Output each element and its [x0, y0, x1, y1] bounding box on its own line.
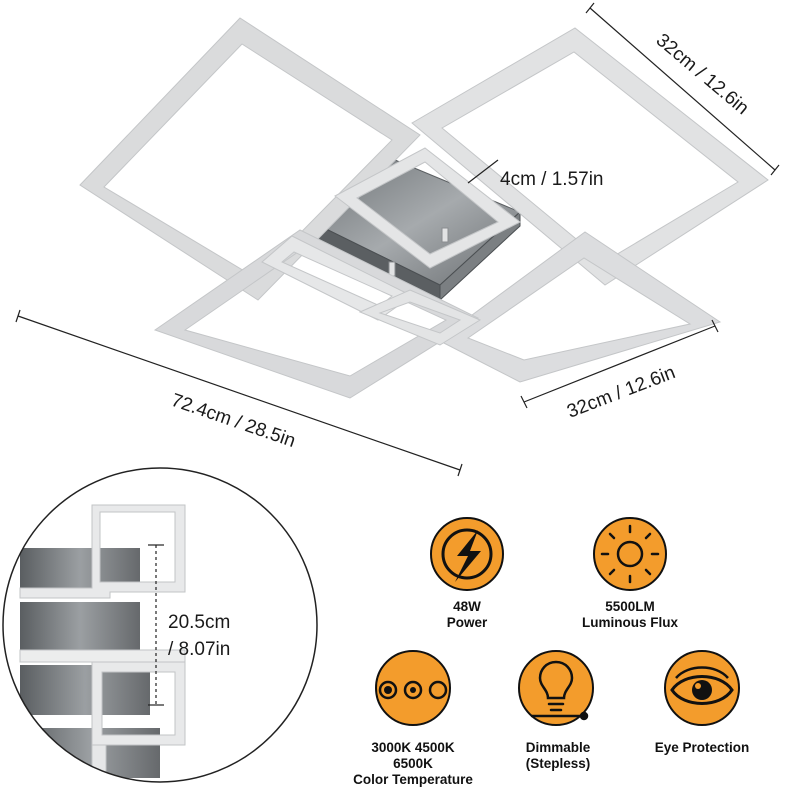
light-fixture: [79, 17, 769, 399]
dimmable-caption: Dimmable (Stepless): [488, 740, 628, 772]
power-label: Power: [446, 615, 488, 630]
bulb-icon: [530, 660, 589, 721]
color-temperature-caption: 3000K 4500K 6500K Color Temperature: [343, 740, 483, 788]
dim-line-depth: [467, 159, 499, 184]
screw-right: [441, 227, 449, 243]
color-temperature-dots-icon: [378, 680, 448, 700]
luminous-value: 5500LM: [605, 599, 655, 614]
frame-top-right: [411, 27, 769, 286]
eye-protection-caption: Eye Protection: [632, 740, 772, 756]
detail-height-label-in: / 8.07in: [168, 639, 230, 660]
color-temperature-badge: [375, 650, 451, 726]
luminous-caption: 5500LM Luminous Flux: [560, 599, 700, 631]
color-temperature-value2: 6500K: [393, 756, 433, 771]
power-badge: [430, 517, 504, 591]
color-temperature-value: 3000K 4500K: [371, 740, 455, 755]
detail-circle: 20.5cm / 8.07in: [2, 467, 318, 783]
dimmable-badge: [518, 650, 594, 726]
dim-line-bottom-right: [523, 325, 716, 403]
dim-label-bottom-right: 32cm / 12.6in: [564, 362, 678, 422]
frame-inner-right: [358, 289, 482, 346]
power-value: 48W: [453, 599, 481, 614]
eye-protection-label: Eye Protection: [654, 740, 750, 755]
dimension-lines: [15, 2, 780, 477]
frame-inner-upper: [334, 147, 521, 269]
luminous-badge: [593, 517, 667, 591]
power-caption: 48W Power: [397, 599, 537, 631]
feature-badges: [375, 517, 740, 726]
dimmable-label: (Stepless): [525, 756, 591, 771]
color-temperature-label: Color Temperature: [353, 772, 473, 787]
eye-protection-badge: [664, 650, 740, 726]
dimmable-value: Dimmable: [525, 740, 591, 755]
dim-line-overall: [17, 315, 461, 471]
luminous-label: Luminous Flux: [582, 615, 678, 630]
frame-top-left: [79, 17, 421, 301]
frame-bottom-left: [153, 229, 480, 399]
lightning-bolt-icon: [455, 530, 481, 582]
detail-height-label: 20.5cm: [168, 612, 230, 633]
sun-icon: [600, 524, 660, 584]
dim-label-overall: 72.4cm / 28.5in: [168, 390, 298, 452]
frame-bottom-right: [437, 231, 722, 383]
dim-line-top-right: [589, 7, 776, 171]
eye-icon: [670, 666, 734, 705]
dim-label-depth: 4cm / 1.57in: [500, 169, 604, 190]
